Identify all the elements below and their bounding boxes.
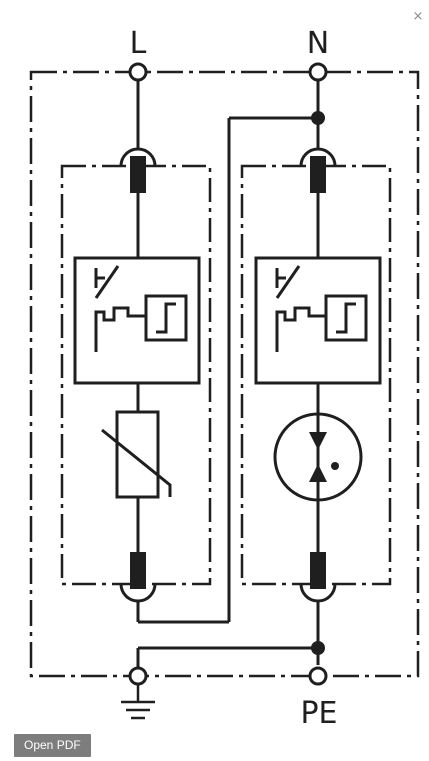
left-module-enclosure [60,164,212,586]
neutral-junction-dot [311,111,325,125]
terminal-label-pe: PE [300,696,337,731]
ground-symbol-icon [121,684,155,720]
right-module-enclosure [240,164,392,586]
terminal-label-n: N [307,26,329,61]
pe-junction-dot [311,641,325,655]
left-branch-wiring [119,80,318,624]
terminal-ground-connector [128,666,148,686]
close-icon[interactable]: × [412,9,424,24]
left-bottom-fuse-block [130,552,146,589]
left-thermal-disconnector [73,256,201,385]
terminal-n-connector [308,62,328,82]
outer-enclosure-border [29,70,420,678]
right-thermal-disconnector [254,256,382,385]
right-branch-wiring [136,80,337,668]
right-top-fuse-block [310,156,326,193]
terminal-l-connector [128,62,148,82]
varistor-symbol [101,410,172,499]
terminal-label-l: L [130,26,147,61]
right-bottom-fuse-block [310,552,326,589]
open-pdf-button[interactable]: Open PDF [14,734,91,757]
terminal-pe-connector [308,666,328,686]
left-top-fuse-block [130,156,146,193]
gas-discharge-tube-symbol [273,412,363,502]
